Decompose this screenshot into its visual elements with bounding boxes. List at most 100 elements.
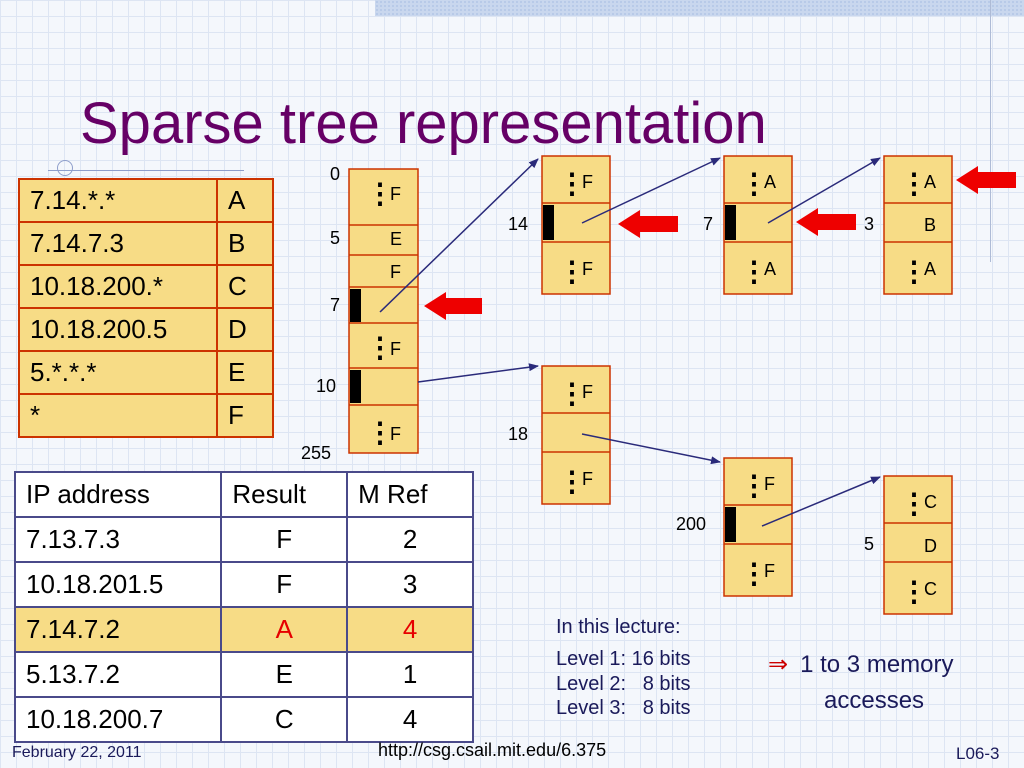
lecture-level2: Level 2: 8 bits [556,673,691,695]
result-cell: F [220,561,349,608]
pointer-marker [350,370,361,403]
ip-cell: 10.18.201.5 [13,561,223,608]
index-label: 18 [508,424,529,444]
link-arrow [581,433,721,465]
mref-cell: 2 [346,516,474,563]
node-5: ⋮ C D ⋮ C [883,475,953,615]
prefix-row: 7.14.*.*A [18,178,274,223]
level1-node: ⋮ F E F ⋮ F ⋮ F [348,168,419,454]
ellipsis-icon: ⋮ [558,256,586,287]
mref-cell: 3 [346,561,474,608]
index-label: 255 [301,443,332,463]
link-arrow [379,158,539,313]
ellipsis-icon: ⋮ [740,256,768,287]
conclusion-line1: ⇒ 1 to 3 memory [768,647,954,683]
result-cell: C [220,696,349,743]
lookup-row: 7.13.7.3 F 2 [13,516,474,563]
pointer-marker [725,205,736,240]
link-arrow [761,476,881,527]
tree-cell-label: F [390,184,401,204]
ip-cell: 5.13.7.2 [13,651,223,698]
index-label: 3 [864,214,875,234]
ellipsis-icon: ⋮ [366,417,394,448]
mref-cell: 1 [346,651,474,698]
lecture-heading: In this lecture: [556,616,681,638]
tree-cell-label: F [582,259,593,279]
tree-cell-label: A [924,259,936,279]
tree-cell-label: F [390,262,401,282]
red-arrow-icon [424,292,482,320]
prefix-cell: 7.14.*.* [18,178,218,223]
prefix-row: *F [18,393,274,438]
link-arrow [581,157,721,224]
lookup-row-highlighted: 7.14.7.2 A 4 [13,606,474,653]
ellipsis-icon: ⋮ [900,488,928,519]
tree-cell-label: F [582,469,593,489]
prefix-cell: 7.14.7.3 [18,221,218,266]
tree-cell-label: A [764,172,776,192]
title-circle-decor [57,160,73,176]
footer-page-number: L06-3 [956,744,1000,763]
lookup-row: 10.18.201.5 F 3 [13,561,474,608]
slide-title: Sparse tree representation [80,91,767,156]
result-cell: E [216,350,274,395]
implies-icon: ⇒ [768,651,789,678]
node-14: ⋮ F ⋮ F [541,155,611,295]
header-ip: IP address [13,471,223,518]
index-label: 0 [330,164,341,184]
tree-cell-label: F [764,561,775,581]
ellipsis-icon: ⋮ [558,466,586,497]
ellipsis-icon: ⋮ [366,178,394,209]
tree-cell-label: C [924,579,937,599]
lookup-row: 10.18.200.7 C 4 [13,696,474,743]
node-18: ⋮ F ⋮ F [541,365,611,505]
ellipsis-icon: ⋮ [900,256,928,287]
tree-cell-label: E [390,229,402,249]
pointer-marker [725,507,736,542]
header-mref: M Ref [346,471,474,518]
ellipsis-icon: ⋮ [900,168,928,199]
ellipsis-icon: ⋮ [558,378,586,409]
lookup-table: IP address Result M Ref 7.13.7.3 F 2 10.… [13,471,474,743]
prefix-cell: 10.18.200.* [18,264,218,309]
ellipsis-icon: ⋮ [558,168,586,199]
tree-cell-label: C [924,492,937,512]
link-arrow [767,157,881,224]
conclusion: ⇒ 1 to 3 memory accesses [768,647,954,719]
result-cell: D [216,307,274,352]
result-cell: A [216,178,274,223]
tree-cell-label: F [764,474,775,494]
result-cell: F [216,393,274,438]
tree-cell-label: F [390,339,401,359]
prefix-row: 10.18.200.*C [18,264,274,309]
result-cell: C [216,264,274,309]
ellipsis-icon: ⋮ [740,168,768,199]
ip-cell: 7.14.7.2 [13,606,223,653]
result-cell: B [216,221,274,266]
lookup-header-row: IP address Result M Ref [13,471,474,518]
ip-cell: 10.18.200.7 [13,696,223,743]
ellipsis-icon: ⋮ [740,470,768,501]
prefix-cell: 5.*.*.* [18,350,218,395]
ellipsis-icon: ⋮ [740,558,768,589]
prefix-cell: 10.18.200.5 [18,307,218,352]
prefix-cell: * [18,393,218,438]
tree-cell-label: F [582,172,593,192]
tree-cell-label: F [390,424,401,444]
top-decor-bar [375,0,1024,16]
prefix-row: 5.*.*.*E [18,350,274,395]
result-cell: E [220,651,349,698]
ellipsis-icon: ⋮ [900,576,928,607]
index-label: 7 [703,214,714,234]
conclusion-text1: 1 to 3 memory [800,651,954,678]
conclusion-text2: accesses [824,687,925,714]
footer-url[interactable]: http://csg.csail.mit.edu/6.375 [378,740,607,760]
lookup-row: 5.13.7.2 E 1 [13,651,474,698]
header-result: Result [220,471,349,518]
node-3: ⋮ A B ⋮ A [883,155,953,295]
red-arrow-icon [956,166,1016,194]
mref-cell: 4 [346,696,474,743]
